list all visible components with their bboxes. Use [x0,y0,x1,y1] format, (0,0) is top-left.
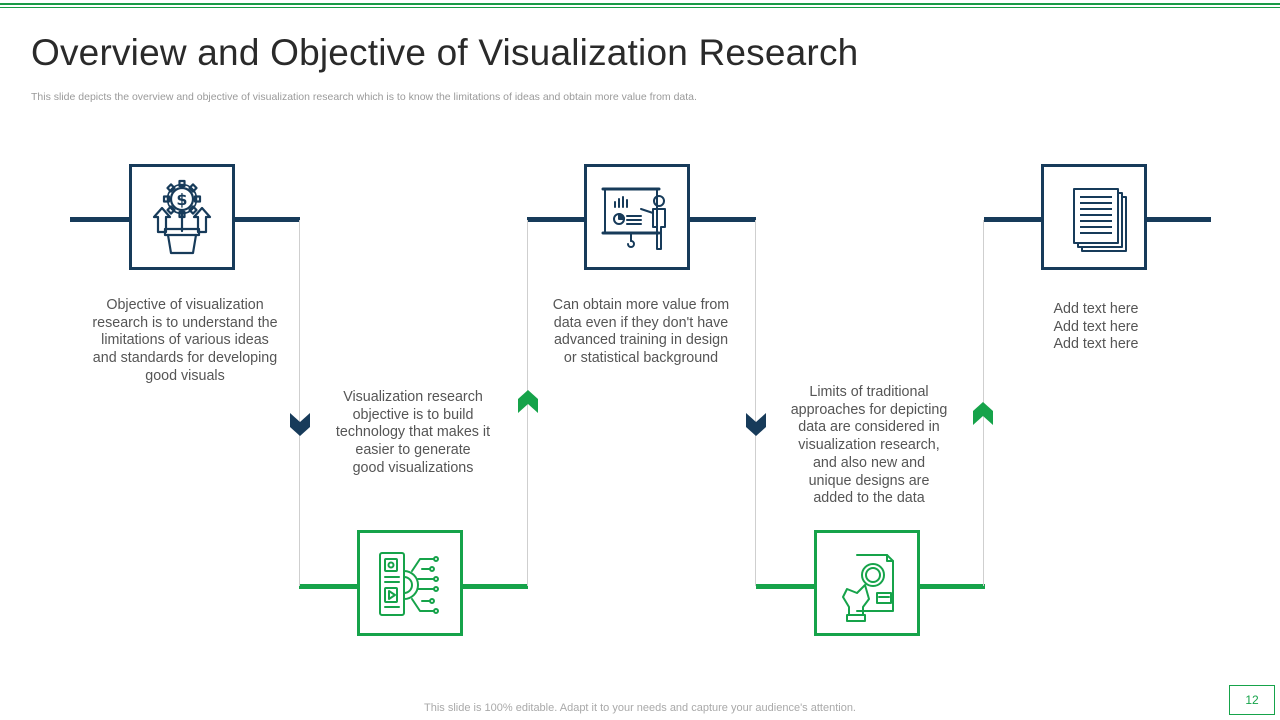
chevron-up-icon [518,390,538,413]
step-1-icon-box: $ [129,164,235,270]
step-2-icon-box [357,530,463,636]
chevron-down-icon [746,413,766,436]
step-5-text: Add text here Add text here Add text her… [1053,301,1139,353]
page-number: 12 [1229,685,1275,715]
magnify-document-icon [842,554,894,622]
vertical-connector-3 [755,220,756,586]
documents-icon [1073,188,1127,252]
slide-title: Overview and Objective of Visualization … [31,32,859,73]
step-5-icon-box [1041,164,1147,270]
step-4-icon-box [814,530,920,636]
money-plant-icon: $ [152,179,212,255]
chevron-down-icon [290,413,310,436]
svg-text:$: $ [176,190,187,209]
step-2-text: Visualization research objective is to b… [335,389,491,476]
slide-subtitle: This slide depicts the overview and obje… [31,91,697,103]
step-4-text: Limits of traditional approaches for dep… [790,384,948,507]
footer-note: This slide is 100% editable. Adapt it to… [424,702,856,714]
vertical-connector-1 [299,220,300,586]
presentation-board-icon [601,187,666,250]
chevron-up-icon [973,402,993,425]
top-border-line [0,3,1280,5]
step-3-icon-box [584,164,690,270]
step-1-text: Objective of visualization research is t… [92,297,278,384]
technology-circuit-icon [379,552,439,616]
top-border-line-thin [0,7,1280,8]
step-3-text: Can obtain more value from data even if … [552,297,730,367]
